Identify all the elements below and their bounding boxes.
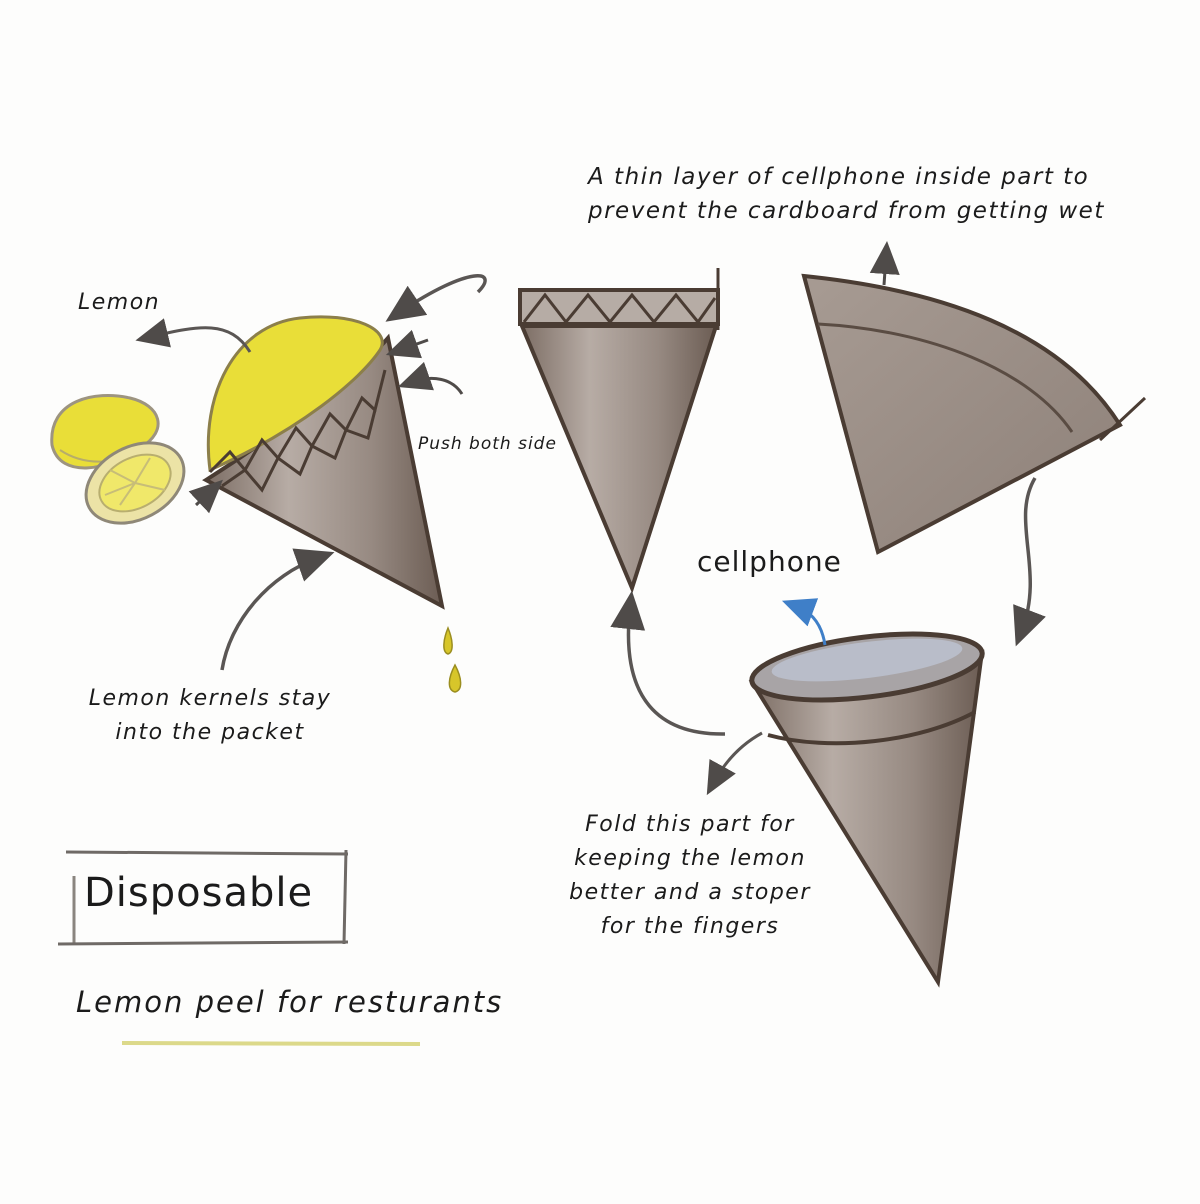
arrow-sector-to-cone	[1013, 477, 1046, 647]
arrow-fold	[706, 731, 763, 796]
label-kernels: Lemon kernels stay into the packet	[60, 682, 360, 750]
disposable-box	[57, 849, 349, 946]
label-cellphone-layer-line1: A thin layer of cellphone inside part to	[588, 164, 1090, 190]
paper-cone-middle	[518, 268, 720, 594]
label-fold-line3: better and a stoper	[569, 880, 811, 905]
label-fold-line1: Fold this part for	[585, 812, 795, 837]
lemon-cone	[202, 315, 445, 610]
arrows-push	[188, 329, 464, 514]
label-fold-line2: keeping the lemon	[574, 846, 806, 871]
label-push-both-side: Push both side	[418, 434, 557, 454]
arrow-lemon	[135, 318, 252, 353]
label-cellphone-layer-line2: prevent the cardboard from getting wet	[588, 198, 1105, 224]
folded-cone	[748, 631, 985, 988]
label-cellphone-layer: A thin layer of cellphone inside part to…	[588, 160, 1105, 228]
lemon-half-bottom	[84, 441, 186, 525]
label-disposable: Disposable	[84, 870, 314, 916]
lemon-drops	[443, 626, 462, 693]
arrow-cell-top	[869, 241, 900, 286]
arrow-to-lemon-cone	[385, 274, 487, 322]
label-lemon: Lemon	[78, 290, 161, 315]
label-kernels-line2: into the packet	[115, 720, 305, 745]
label-kernels-line1: Lemon kernels stay	[88, 686, 332, 711]
arrow-cellphone	[781, 598, 827, 646]
label-subtitle: Lemon peel for resturants	[76, 985, 504, 1019]
label-fold-line4: for the fingers	[600, 914, 780, 939]
cardboard-sector	[801, 273, 1147, 555]
label-fold: Fold this part for keeping the lemon bet…	[545, 808, 835, 944]
label-cellphone: cellphone	[697, 545, 842, 578]
arrow-kernels	[220, 548, 335, 671]
subtitle-underline	[121, 1041, 421, 1046]
arrow-cone-to-middle	[610, 590, 726, 736]
